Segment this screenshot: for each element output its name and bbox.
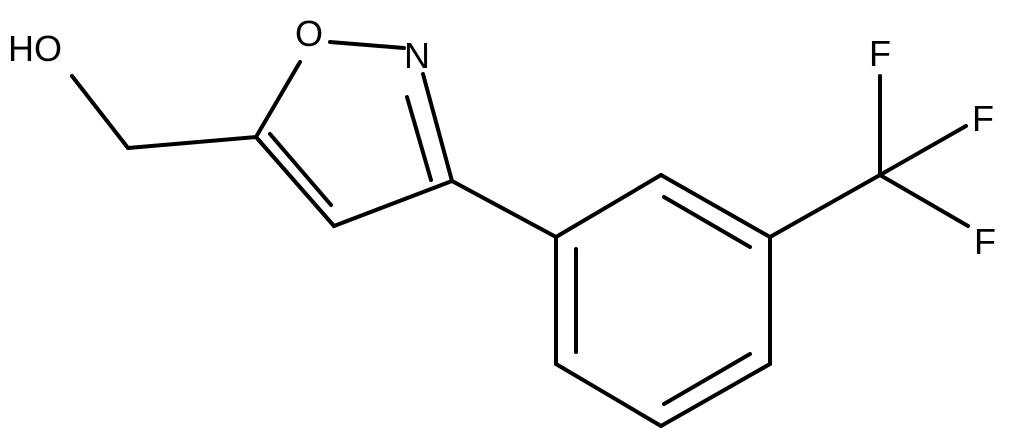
bond-ph1-ph2 [554, 173, 663, 239]
ring-oxygen-label: O [295, 13, 323, 54]
fluorine-top-label: F [869, 33, 891, 74]
bond-ch2-c5 [126, 135, 258, 150]
bond-cf3-f-right [878, 124, 968, 177]
bond-cf3-f-bottom [878, 173, 970, 228]
bond-c4-c5 [254, 135, 336, 228]
bond-o1-n2 [328, 40, 406, 50]
bond-ph3-cf3 [768, 173, 882, 239]
bond-layer [70, 40, 970, 428]
bond-ph4-ph5-inner [662, 352, 752, 406]
bond-n2-c3 [421, 72, 454, 183]
bond-n2-c3-inner [405, 95, 433, 182]
bond-c4-c5-inner [268, 132, 333, 207]
bond-c5-o1 [254, 60, 302, 139]
bond-c3-c4 [332, 179, 454, 228]
fluorine-bottom-label: F [974, 221, 996, 262]
fluorine-right-label: F [972, 98, 994, 139]
bond-ph5-ph6 [554, 362, 663, 428]
hydroxyl-label: HO [8, 28, 62, 69]
ring-nitrogen-label: N [404, 35, 430, 76]
bond-ph4-ph5 [659, 362, 772, 428]
label-layer: HO O N F F F [8, 13, 996, 262]
bond-ph2-ph3-inner [662, 195, 752, 249]
bond-ph2-ph3 [659, 173, 772, 239]
bond-ho-ch2 [70, 74, 130, 150]
bond-c3-ph1 [450, 179, 558, 239]
